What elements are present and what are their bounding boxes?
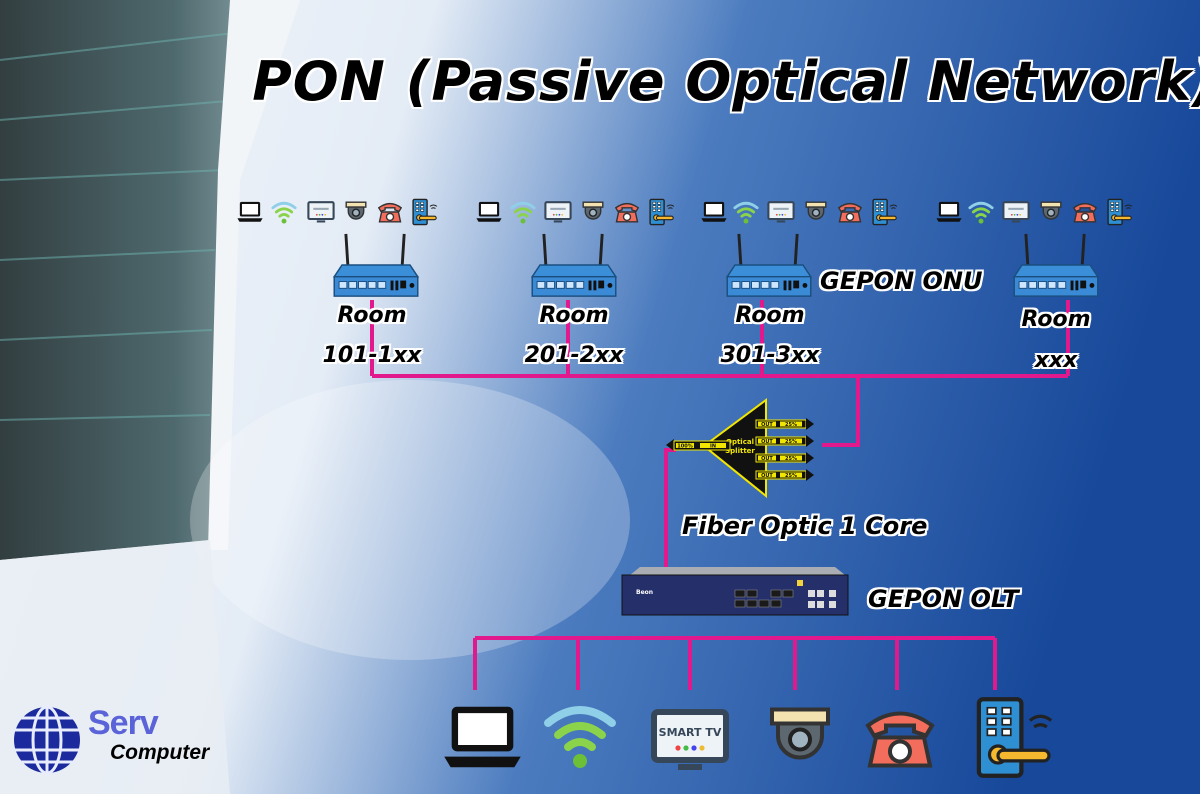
- svg-text:Beon: Beon: [636, 589, 653, 596]
- olt-device: Beon: [621, 567, 849, 616]
- svg-text:OUT: OUT: [761, 456, 773, 462]
- svg-text:Optical: Optical: [726, 438, 754, 446]
- logo-text-serv: Serv: [88, 704, 159, 742]
- room-number: xxx: [1034, 348, 1078, 373]
- svg-text:25%: 25%: [785, 456, 797, 462]
- olt-label: GEPON OLT: [868, 585, 1019, 613]
- bottom-device-icons: SMART TV: [444, 699, 1051, 776]
- splitter-output: OUT 25%: [755, 435, 814, 447]
- room-number: 201-2xx: [524, 343, 624, 368]
- svg-text:IN: IN: [710, 444, 716, 450]
- splitter-output: OUT 25%: [755, 418, 814, 430]
- splitter-output: OUT 25%: [755, 452, 814, 464]
- building-image: [0, 0, 290, 560]
- svg-text:25%: 25%: [785, 473, 797, 479]
- onu-label: GEPON ONU: [820, 267, 983, 295]
- svg-text:100%: 100%: [677, 444, 692, 450]
- room-number: 301-3xx: [720, 343, 820, 368]
- fiber-label: Fiber Optic 1 Core: [682, 512, 928, 540]
- room-label: Room: [337, 303, 407, 328]
- svg-text:25%: 25%: [785, 439, 797, 445]
- svg-text:25%: 25%: [785, 422, 797, 428]
- telephone-icon: [868, 714, 932, 766]
- smart-tv-text: SMART TV: [659, 726, 722, 739]
- page-title: PON (Passive Optical Network): [252, 50, 1200, 113]
- svg-text:OUT: OUT: [761, 422, 773, 428]
- optical-splitter: Optical Splitter 100% IN OUT 25% OUT 25%…: [666, 398, 814, 499]
- room-label: Room: [1021, 307, 1091, 332]
- svg-text:OUT: OUT: [761, 473, 773, 479]
- logo-text-computer: Computer: [110, 741, 210, 764]
- room-number: 101-1xx: [322, 343, 422, 368]
- logo-globe-icon: [14, 705, 80, 775]
- room-label: Room: [539, 303, 609, 328]
- splitter-output: OUT 25%: [755, 469, 814, 481]
- room-label: Room: [735, 303, 805, 328]
- smart-tv-icon: [654, 712, 726, 770]
- svg-text:Splitter: Splitter: [725, 447, 755, 455]
- laptop-icon: [444, 710, 521, 767]
- svg-text:OUT: OUT: [761, 439, 773, 445]
